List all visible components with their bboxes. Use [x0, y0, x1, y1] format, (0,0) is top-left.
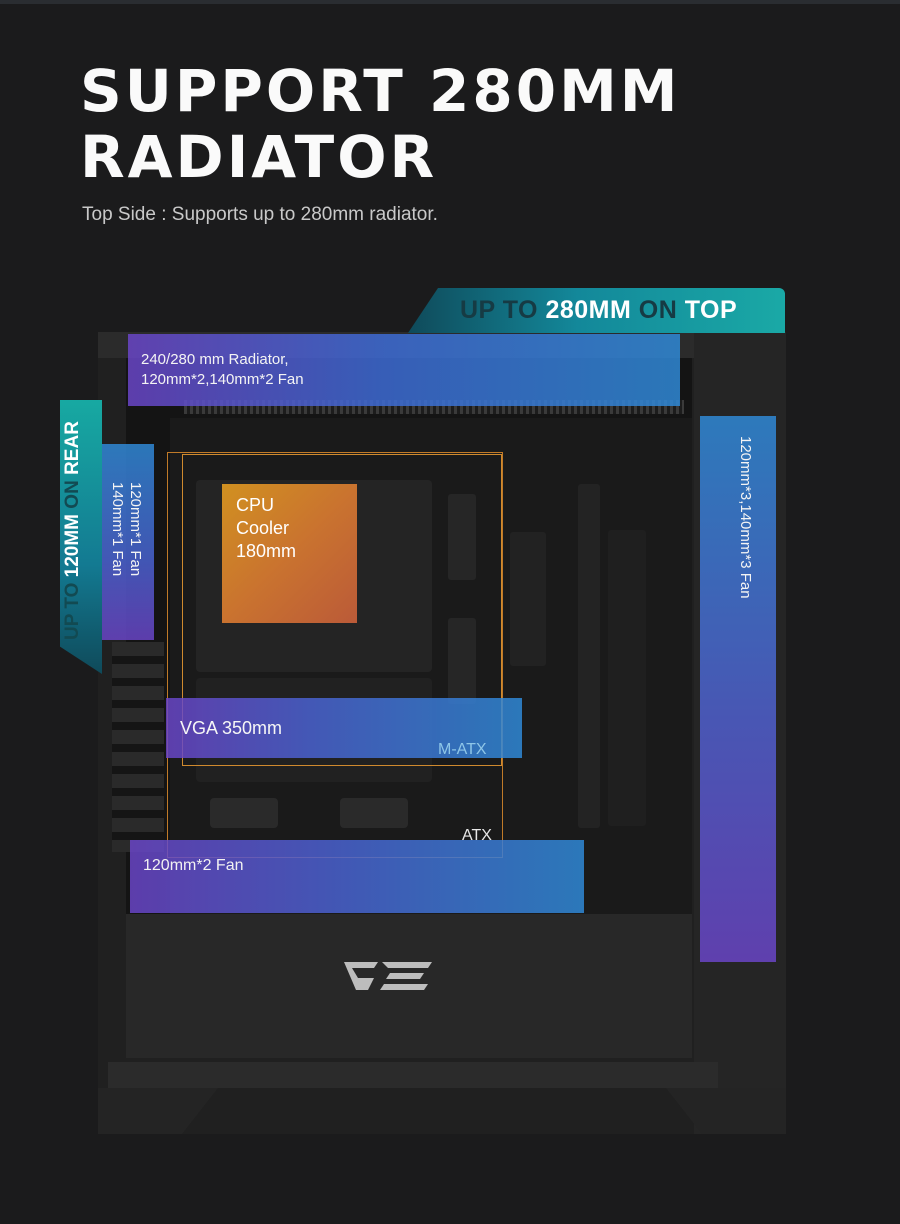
top-radiator-zone [128, 334, 680, 406]
tab-top-part-4: TOP [684, 296, 738, 324]
tab-rear-part-4: REAR [62, 421, 83, 475]
rear-fan-line-2: 140mm*1 Fan [109, 482, 126, 577]
rear-fan-label: 120mm*1 Fan 140mm*1 Fan [108, 482, 144, 576]
front-fan-label: 120mm*3,140mm*3 Fan [737, 436, 754, 599]
bottom-fan-zone [130, 840, 584, 913]
vga-label: VGA 350mm [180, 718, 283, 738]
brand-logo-icon [344, 962, 432, 990]
cpu-cooler-line-3: 180mm [236, 541, 297, 561]
top-support-tab [408, 288, 785, 333]
bottom-fan-label: 120mm*2 Fan [143, 857, 244, 874]
rear-support-tab [60, 400, 102, 674]
cable-bar [578, 484, 600, 828]
cpu-cooler-line-1: CPU [236, 495, 275, 515]
tab-top-part-3: ON [631, 296, 685, 324]
top-radiator-label: 240/280 mm Radiator, 120mm*2,140mm*2 Fan [141, 350, 304, 390]
top-support-tab-label: UP TO 280MM ON TOP [460, 296, 737, 325]
grommet-slot [448, 494, 476, 580]
cpu-cooler-line-2: Cooler [236, 518, 290, 538]
rear-fan-zone [98, 444, 154, 640]
matx-outline [182, 454, 502, 766]
tab-top-part-2: 280MM [545, 296, 632, 324]
top-radiator-line-2: 120mm*2,140mm*2 Fan [141, 371, 304, 388]
headline-line-2: RADIATOR [80, 123, 438, 191]
tab-top-part-1: UP TO [460, 296, 546, 324]
atx-label: ATX [462, 827, 492, 844]
cpu-cooler-label: CPU Cooler 180mm [236, 494, 296, 563]
grommet-slot [448, 618, 476, 704]
rear-support-tab-label: UP TO 120MM ON REAR [62, 421, 84, 640]
headline: SUPPORT 280MM RADIATOR [80, 58, 681, 190]
cable-cutout [340, 798, 408, 828]
matx-label: M-ATX [438, 741, 487, 758]
rear-fan-line-1: 120mm*1 Fan [127, 482, 144, 577]
cpu-cooler-zone [222, 484, 357, 623]
grommet-slot [510, 532, 546, 666]
tab-rear-part-2: 120MM [62, 513, 83, 578]
pcie-slots [112, 642, 164, 852]
bottom-rail [108, 1062, 718, 1088]
headline-line-1: SUPPORT 280MM [80, 57, 681, 125]
front-fan-zone [700, 416, 776, 962]
top-radiator-line-1: 240/280 mm Radiator, [141, 351, 289, 368]
tab-rear-part-3: ON [62, 474, 83, 514]
tab-rear-part-1: UP TO [62, 577, 83, 640]
vga-zone [166, 698, 522, 758]
top-strip [0, 0, 900, 4]
cable-cutout [210, 798, 278, 828]
drive-bay [608, 530, 646, 826]
subtitle: Top Side : Supports up to 280mm radiator… [82, 204, 438, 225]
